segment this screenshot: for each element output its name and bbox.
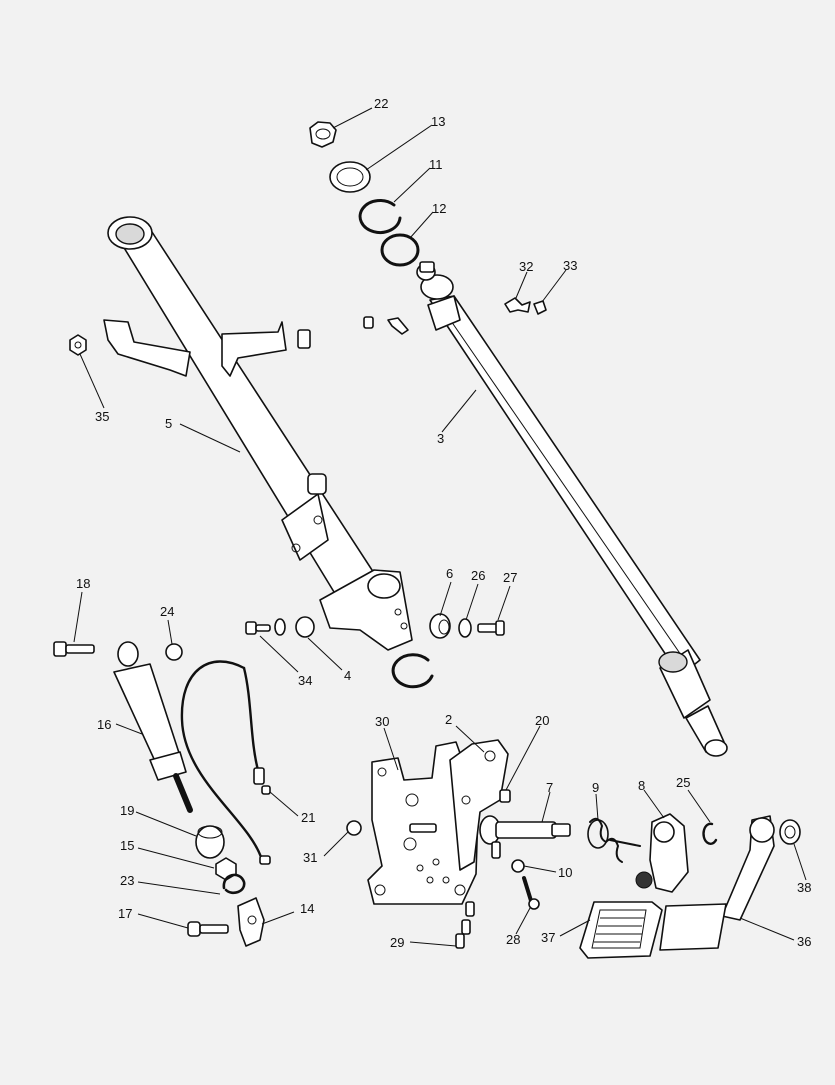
callout-32: 32 bbox=[519, 259, 533, 274]
part-9-spring bbox=[587, 817, 641, 863]
leader-lines bbox=[73, 107, 807, 947]
callout-22: 22 bbox=[374, 96, 388, 111]
callout-6: 6 bbox=[446, 566, 453, 581]
callout-25: 25 bbox=[676, 775, 690, 790]
part-36-pedal-lever bbox=[659, 815, 775, 951]
callout-5: 5 bbox=[165, 416, 172, 431]
part-23-clamp bbox=[222, 873, 246, 895]
callout-26: 26 bbox=[471, 568, 485, 583]
callout-10: 10 bbox=[558, 865, 572, 880]
callout-3: 3 bbox=[437, 431, 444, 446]
part-20-screw bbox=[499, 789, 511, 803]
callout-19: 19 bbox=[120, 803, 134, 818]
part-22-hex-nut bbox=[309, 121, 337, 148]
part-33-nut bbox=[533, 300, 547, 315]
part-26-washer bbox=[458, 618, 472, 638]
callout-20: 20 bbox=[535, 713, 549, 728]
callout-24: 24 bbox=[160, 604, 174, 619]
callout-16: 16 bbox=[97, 717, 111, 732]
part-17-bolt bbox=[187, 921, 229, 937]
callout-11: 11 bbox=[429, 157, 443, 172]
part-16-gas-spring bbox=[113, 641, 193, 813]
callout-14: 14 bbox=[300, 901, 314, 916]
part-25-snap-ring bbox=[702, 822, 718, 845]
part-4-bushing bbox=[274, 616, 315, 638]
callout-9: 9 bbox=[592, 780, 599, 795]
callout-31: 31 bbox=[303, 850, 317, 865]
callout-2: 2 bbox=[445, 712, 452, 727]
callout-17: 17 bbox=[118, 906, 132, 921]
callout-labels: 22 13 11 12 32 33 35 5 3 6 26 27 18 24 3… bbox=[76, 96, 811, 950]
callout-34: 34 bbox=[298, 673, 312, 688]
callout-4: 4 bbox=[344, 668, 351, 683]
callout-28: 28 bbox=[506, 932, 520, 947]
part-21-release-cable bbox=[180, 660, 271, 865]
part-18-bolt bbox=[53, 641, 95, 657]
part-14-bracket bbox=[237, 897, 265, 947]
part-13-washer bbox=[329, 161, 371, 193]
part-3-steering-shaft bbox=[416, 261, 728, 757]
part-6-bushing bbox=[429, 613, 451, 639]
part-24-nut bbox=[165, 643, 183, 661]
small-clip-pair bbox=[363, 316, 409, 335]
part-12-ring bbox=[380, 233, 420, 267]
callout-38: 38 bbox=[797, 880, 811, 895]
part-27-bolt bbox=[477, 620, 505, 636]
callout-37: 37 bbox=[541, 930, 555, 945]
callout-13: 13 bbox=[431, 114, 445, 129]
part-34-bolt bbox=[245, 621, 271, 635]
snap-ring-lower bbox=[391, 653, 434, 689]
callout-7: 7 bbox=[546, 780, 553, 795]
part-15-nut bbox=[215, 857, 237, 881]
callout-27: 27 bbox=[503, 570, 517, 585]
part-32-clip bbox=[504, 297, 531, 313]
callout-12: 12 bbox=[432, 201, 446, 216]
part-29-bolts bbox=[455, 901, 475, 949]
callout-35: 35 bbox=[95, 409, 109, 424]
callout-36: 36 bbox=[797, 934, 811, 949]
callout-18: 18 bbox=[76, 576, 90, 591]
callout-30: 30 bbox=[375, 714, 389, 729]
callout-8: 8 bbox=[638, 778, 645, 793]
callout-29: 29 bbox=[390, 935, 404, 950]
part-35-nut bbox=[69, 334, 87, 356]
part-31-nut bbox=[346, 820, 362, 836]
part-38-nut bbox=[779, 819, 801, 845]
callout-33: 33 bbox=[563, 258, 577, 273]
part-11-snap-ring bbox=[358, 199, 402, 234]
part-19-bumper bbox=[195, 825, 225, 859]
part-10-nut bbox=[511, 859, 525, 873]
part-28-bolt bbox=[522, 876, 540, 910]
part-7-pivot-shaft bbox=[479, 815, 571, 859]
part-5-column-tube bbox=[103, 216, 413, 651]
part-37-pedal-pad bbox=[579, 901, 663, 959]
callout-23: 23 bbox=[120, 873, 134, 888]
callout-21: 21 bbox=[301, 810, 315, 825]
part-8-pedal-hub bbox=[635, 813, 689, 893]
callout-15: 15 bbox=[120, 838, 134, 853]
